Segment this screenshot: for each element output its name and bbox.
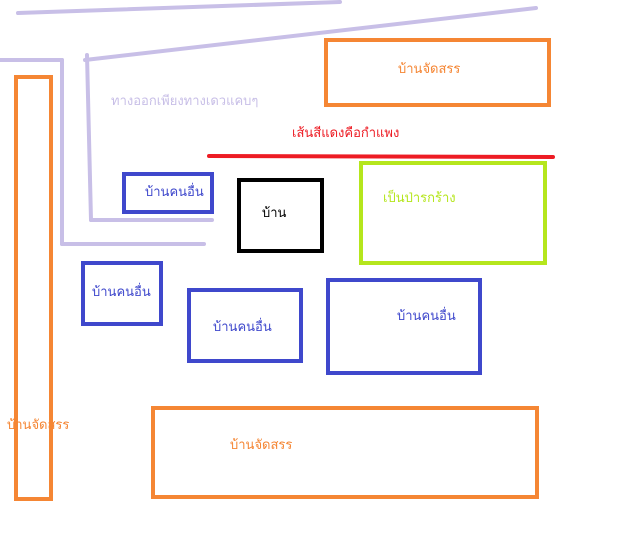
other-house-box-2 [81,261,163,326]
home-label: บ้าน [262,206,287,221]
walkway-inner-vertical [85,53,93,222]
other-house-label-4: บ้านคนอื่น [397,309,456,324]
estate-top-box [324,38,551,107]
other-house-label-1: บ้านคนอื่น [145,185,204,200]
other-house-label-2: บ้านคนอื่น [92,285,151,300]
walkway-label: ทางออกเพียงทางเดวแคบๆ [111,94,259,109]
estate-top-label: บ้านจัดสรร [398,62,461,77]
other-house-label-3: บ้านคนอื่น [213,320,272,335]
other-house-box-1 [122,172,214,214]
estate-left-box [14,75,53,501]
walkway-upper-diagonal [83,6,538,62]
home-box [237,178,324,253]
other-house-box-3 [187,288,303,363]
estate-bottom-box [151,406,539,499]
estate-left-label: บ้านจัดสรร [7,418,70,433]
other-house-box-4 [326,278,482,375]
vacant-land-label: เป็นป่ารกร้าง [383,191,456,206]
walkway-top-line [16,0,342,15]
red-wall-line [207,154,555,159]
estate-bottom-label: บ้านจัดสรร [230,438,293,453]
wall-note-label: เส้นสีแดงคือกำแพง [292,126,400,141]
vacant-land-box [359,161,547,265]
